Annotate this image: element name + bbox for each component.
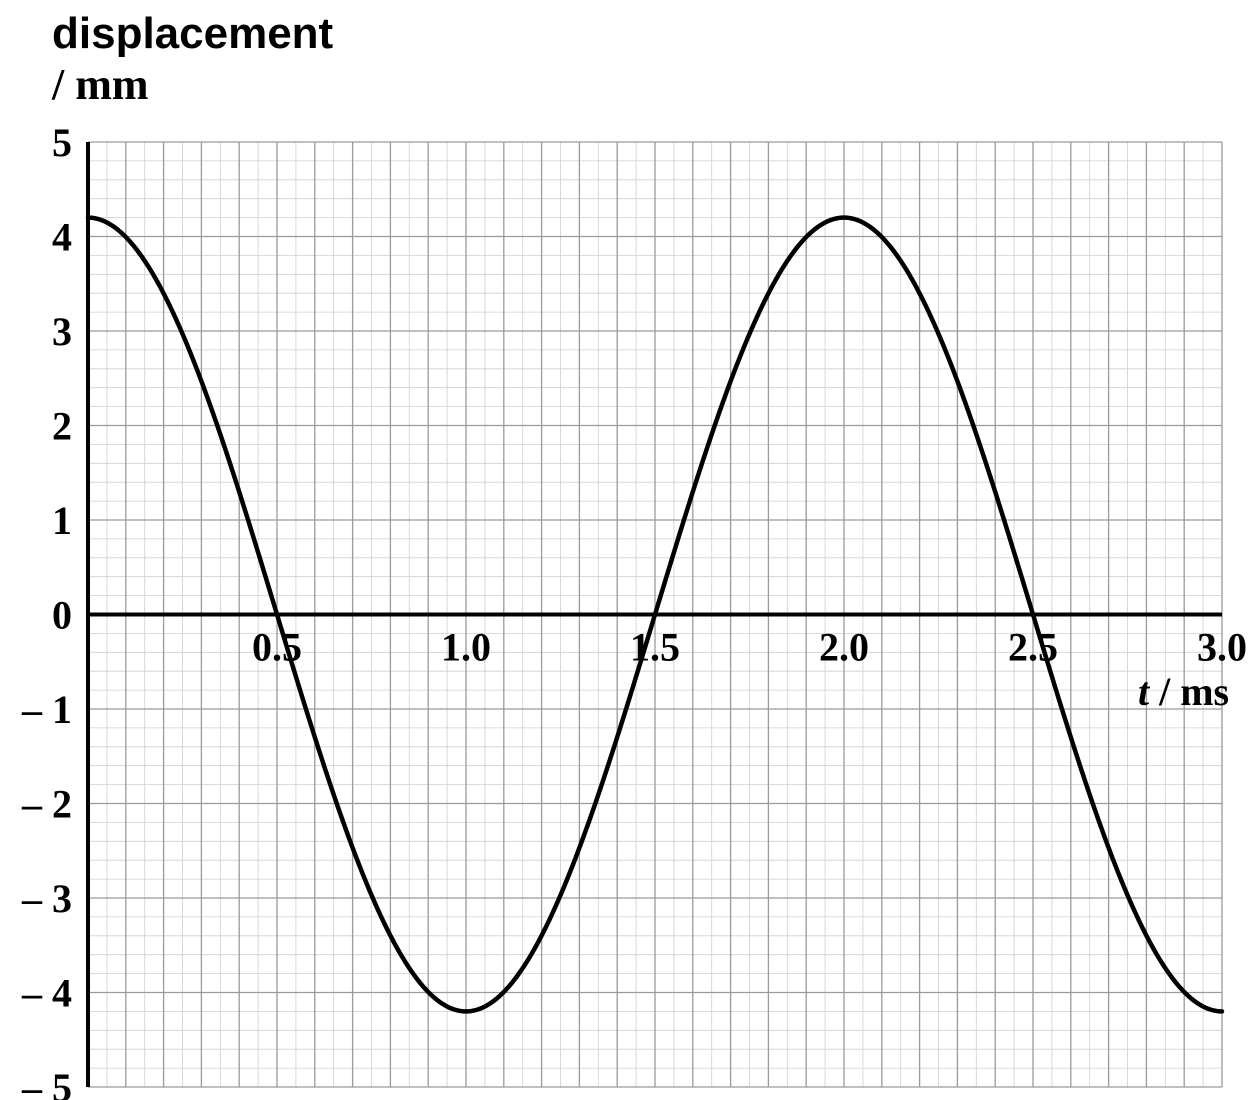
x-axis-variable: t xyxy=(1138,669,1151,714)
series-line xyxy=(85,215,1225,1014)
x-tick-label: 2.0 xyxy=(819,625,869,670)
y-tick-label: – 2 xyxy=(21,782,72,827)
x-axis-label: t / ms xyxy=(1138,669,1229,714)
y-axis-label: displacement xyxy=(52,9,334,58)
x-axis-unit: / ms xyxy=(1149,669,1229,714)
x-tick-label: 1.0 xyxy=(441,625,491,670)
y-axis-unit: / mm xyxy=(52,60,149,109)
y-tick-label: – 4 xyxy=(21,971,72,1016)
y-tick-label: 1 xyxy=(52,498,72,543)
y-tick-label: 3 xyxy=(52,309,72,354)
y-tick-label: – 3 xyxy=(21,876,72,921)
y-tick-label: – 5 xyxy=(21,1065,72,1100)
x-tick-label: 0.5 xyxy=(252,625,302,670)
x-tick-label: 1.5 xyxy=(630,625,680,670)
x-tick-label: 2.5 xyxy=(1008,625,1058,670)
y-tick-label: 0 xyxy=(52,593,72,638)
curve-layer xyxy=(85,215,1225,1014)
y-tick-label: 2 xyxy=(52,404,72,449)
tick-labels: 5 4 3 2 1 0 – 1 – 2 – 3 – 4 – 5 0.5 1.0 1.5 2.0 2.5 3.0 xyxy=(21,120,1247,1100)
y-tick-label: 4 xyxy=(52,215,72,260)
y-tick-label: – 1 xyxy=(21,687,72,732)
y-tick-label: 5 xyxy=(52,120,72,165)
x-tick-label: 3.0 xyxy=(1197,625,1247,670)
